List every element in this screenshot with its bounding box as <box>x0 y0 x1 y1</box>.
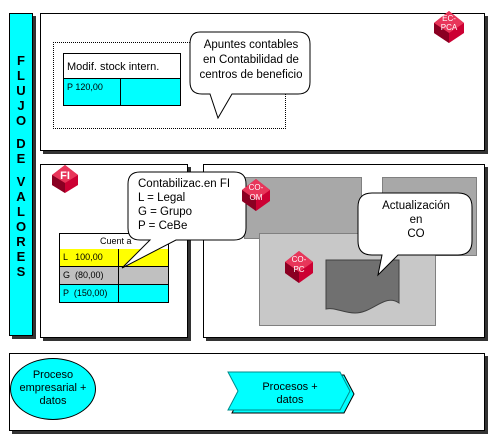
document-icon <box>325 259 400 314</box>
stock-table: Modif. stock intern. P 120,00 <box>63 53 181 106</box>
ec-pca-badge-shape <box>434 11 464 43</box>
process-arrow-line: datos <box>276 394 304 406</box>
ledger-row-divider <box>118 249 119 266</box>
ec-pca-badge: EC-PCA <box>431 9 467 45</box>
co-om-badge-label: CO-OM <box>242 183 270 203</box>
ledger-row: G (80,00) <box>59 267 169 285</box>
sidebar-letter: L <box>17 68 25 83</box>
top-callout-line: Apuntes contables <box>203 39 299 51</box>
process-oval-line: empresarial + <box>19 382 87 394</box>
stock-table-header: Modif. stock intern. <box>67 61 160 73</box>
fi-badge-shape <box>52 165 78 193</box>
process-oval-line: datos <box>39 395 67 407</box>
sidebar-letter: J <box>17 98 25 113</box>
stock-table-value: P 120,00 <box>67 82 103 92</box>
sidebar-letter: A <box>16 189 26 204</box>
co-pc-badge-label-part: PC <box>293 265 305 274</box>
ledger-row-divider <box>118 285 119 302</box>
fi-badge-label: FI <box>60 170 70 182</box>
co-callout-line: CO <box>407 228 425 240</box>
ledger-row: P (150,00) <box>59 285 169 303</box>
ec-pca-badge-label: EC-PCA <box>435 14 463 32</box>
top-callout-line: en Contabilidad de <box>203 54 299 66</box>
fi-callout-line: L = Legal <box>138 192 186 204</box>
sidebar-letter: U <box>16 83 26 98</box>
ledger-table: Cuent a L 100,00 G (80,00) P (150,00) <box>59 233 169 303</box>
co-pc-badge: CO-PC <box>283 249 315 285</box>
ec-pca-badge-label-part: EC- <box>442 14 456 23</box>
ledger-header: Cuent a <box>100 236 132 246</box>
co-pc-badge-shape <box>285 251 313 283</box>
co-pc-badge-label: CO-PC <box>287 255 311 275</box>
top-callout-text: Apuntes contables en Contabilidad de centr… <box>192 38 310 83</box>
co-callout-line: en <box>409 214 423 226</box>
fi-callout-line: P = CeBe <box>138 220 188 232</box>
sidebar-letter: R <box>16 234 26 249</box>
co-om-badge-label-part: OM <box>249 193 263 202</box>
ledger-row: L 100,00 <box>59 249 169 267</box>
ledger-row-value: L 100,00 <box>63 252 103 262</box>
fi-callout-line: G = Grupo <box>138 206 193 218</box>
ec-pca-badge-label-part: PCA <box>440 23 458 32</box>
fi-badge: FI <box>50 163 80 195</box>
process-arrow-label: Procesos +datos <box>240 381 340 407</box>
stock-table-divider <box>120 79 121 105</box>
co-om-badge-label-part: CO- <box>248 183 264 192</box>
top-callout-line: centros de beneficio <box>199 69 303 81</box>
ledger-row-value: G (80,00) <box>63 270 104 280</box>
co-om-badge-shape <box>242 179 270 211</box>
ledger-row-value: P (150,00) <box>63 288 108 298</box>
co-callout-line: Actualización <box>382 200 450 212</box>
process-oval-line: Proceso <box>32 369 74 381</box>
ledger-row-divider <box>118 267 119 284</box>
process-arrow <box>227 371 355 414</box>
sidebar-letter: V <box>16 174 26 189</box>
ledger-rows: L 100,00 G (80,00) P (150,00) <box>59 249 169 303</box>
stock-table-row: P 120,00 <box>63 78 181 106</box>
co-om-badge: CO-OM <box>240 177 272 213</box>
sidebar-letter: F <box>17 53 25 68</box>
fi-callout-line: Contabilizac.en FI <box>138 178 231 190</box>
sidebar-letter: D <box>16 136 26 151</box>
fi-callout-text: Contabilizac.en FI L = Legal G = Grupo P = … <box>138 177 246 233</box>
sidebar-letter: O <box>15 219 27 234</box>
sidebar-letter: L <box>17 204 25 219</box>
sidebar-letter: E <box>16 249 26 264</box>
sidebar-letter: S <box>16 264 26 279</box>
co-pc-badge-label-part: CO- <box>291 255 307 264</box>
process-arrow-line: Procesos + <box>262 381 318 393</box>
sidebar-letter: E <box>16 151 26 166</box>
sidebar-letter: O <box>15 113 27 128</box>
